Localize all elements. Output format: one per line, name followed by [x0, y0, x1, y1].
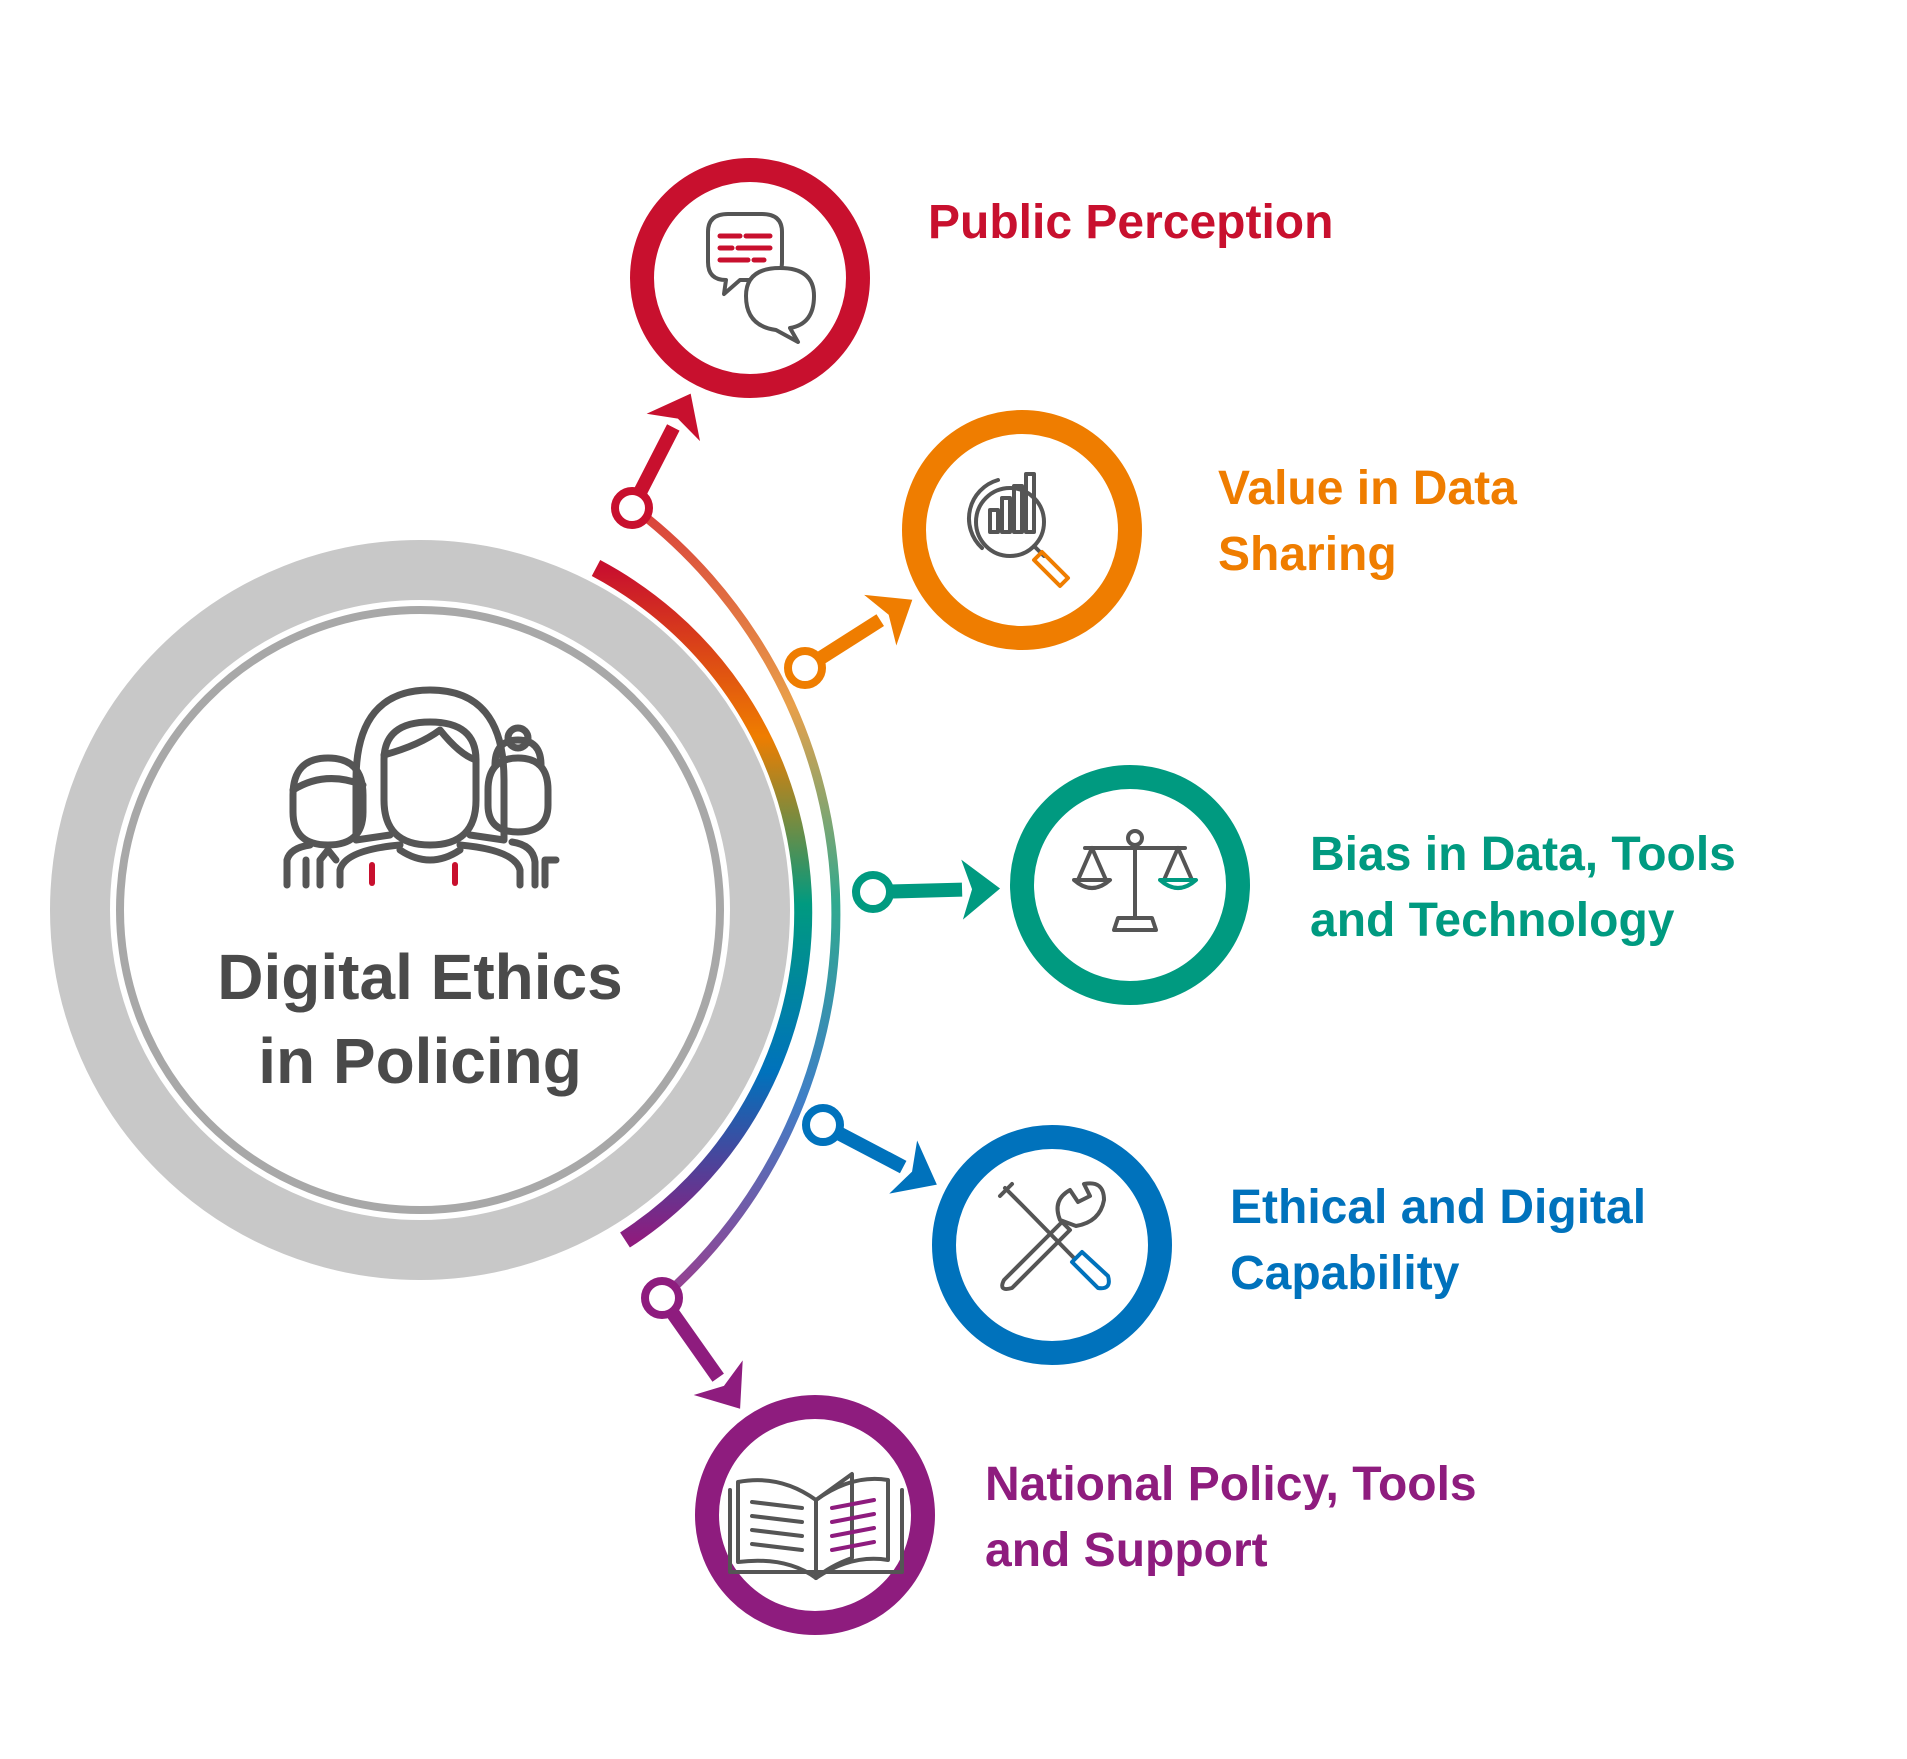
arrow-head-ethical-digital-capability [889, 1140, 937, 1194]
topic-label-line-2: and Technology [1310, 894, 1675, 947]
topic-label-line-1: Public Perception [928, 196, 1334, 249]
arrow-head-national-policy [693, 1360, 743, 1409]
arrow-head-value-in-data-sharing [864, 594, 913, 646]
connector-nodes [611, 393, 1001, 1409]
topic-label-line-2: and Support [985, 1524, 1268, 1577]
topic-label-line-2: Sharing [1218, 528, 1397, 581]
speech-bubbles-icon [706, 212, 816, 344]
connector-node-ethical-digital-capability [802, 1104, 844, 1146]
topic-label-line-1: Ethical and Digital [1230, 1181, 1647, 1234]
connector-node-national-policy [641, 1277, 683, 1319]
data-analysis-icon [967, 472, 1070, 588]
balance-scale-icon [1072, 829, 1198, 932]
center-circle [50, 540, 790, 1280]
topic-label-line-1: Bias in Data, Tools [1310, 828, 1736, 881]
topic-ring-ethical-digital-capability [932, 1125, 1172, 1365]
people-group-icon [283, 686, 560, 889]
center-title: Digital Ethics in Policing [120, 935, 720, 1103]
arrow-head-public-perception [646, 393, 701, 442]
connector-node-public-perception [611, 487, 653, 529]
topic-label-line-1: National Policy, Tools [985, 1458, 1477, 1511]
topic-label-line-1: Value in Data [1218, 462, 1517, 515]
inner-gradient-arc [591, 560, 813, 1248]
tools-icon [998, 1181, 1111, 1291]
connector-node-value-in-data-sharing [784, 647, 826, 689]
open-book-icon [728, 1472, 904, 1580]
topic-label-value-in-data-sharing: Value in Data Sharing [1218, 456, 1517, 588]
topic-label-bias-in-data: Bias in Data, Tools and Technology [1310, 822, 1736, 954]
arrow-head-bias-in-data [961, 859, 1001, 920]
topic-ring-bias-in-data [1010, 765, 1250, 1005]
center-title-line-1: Digital Ethics [217, 941, 623, 1013]
center-title-line-2: in Policing [258, 1025, 582, 1097]
people-icon-accents [369, 862, 458, 886]
connector-node-bias-in-data [852, 871, 894, 913]
topic-label-public-perception: Public Perception [928, 190, 1333, 256]
topic-label-ethical-digital-capability: Ethical and Digital Capability [1230, 1175, 1646, 1307]
topic-label-national-policy: National Policy, Tools and Support [985, 1452, 1477, 1584]
outer-connector-arc [631, 504, 841, 1302]
topic-label-line-2: Capability [1230, 1247, 1460, 1300]
